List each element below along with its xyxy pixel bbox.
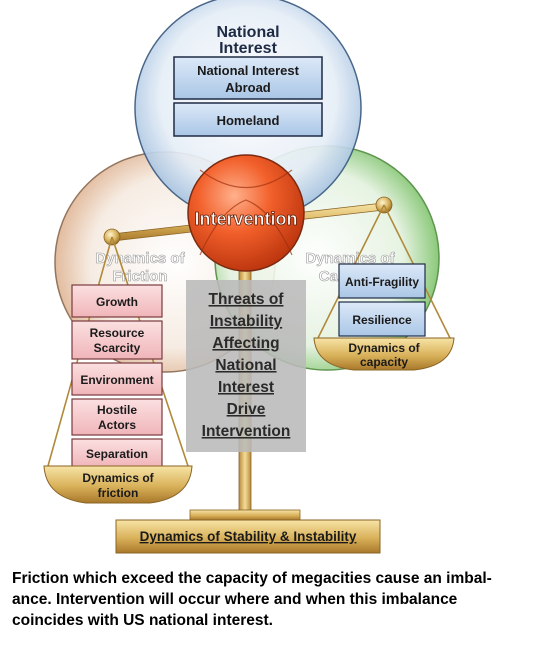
national-interest-abroad-box: [173, 56, 323, 100]
center-text-line: National: [215, 357, 276, 374]
capacity-pan-label-2: capacity: [360, 355, 408, 369]
capacity-item-box: [338, 301, 426, 337]
friction-item-box: [71, 362, 163, 396]
capacity-item-box: [338, 263, 426, 299]
national-interest-title-2: Interest: [219, 40, 277, 57]
friction-item-resource-2: Scarcity: [94, 341, 141, 355]
center-text-line: Affecting: [212, 335, 279, 352]
national-interest-title-1: National: [216, 24, 279, 41]
caption-line: ance. Intervention will occur where and …: [12, 591, 458, 608]
friction-items: Growth Resource Scarcity Environment Hos…: [71, 284, 163, 468]
base-plaque: [115, 519, 381, 554]
national-interest-abroad-label-2: Abroad: [225, 80, 271, 95]
scale-pole-foot: [189, 509, 301, 521]
intervention-label: Intervention: [194, 209, 297, 229]
stability-scale-diagram: Dynamics of Friction Dynamics of Capacit…: [43, 0, 455, 554]
center-text-line: Drive: [227, 401, 266, 418]
friction-pan-label-2: friction: [98, 486, 139, 500]
friction-item-growth: Growth: [96, 295, 138, 309]
center-text-line: Intervention: [202, 423, 291, 440]
center-threats-box: [186, 280, 306, 452]
friction-item-hostile-2: Actors: [98, 418, 136, 432]
base-plaque-label: Dynamics of Stability & Instability: [140, 529, 357, 544]
friction-item-box: [71, 398, 163, 436]
friction-item-resource-1: Resource: [90, 326, 145, 340]
intervention-arc: [199, 199, 293, 256]
intervention-arc: [199, 169, 293, 188]
caption-line: Friction which exceed the capacity of me…: [12, 570, 492, 587]
center-text-line: Threats of: [209, 291, 285, 308]
center-text-line: Interest: [218, 379, 274, 396]
center-threats-text: Threats of Instability Affecting Nationa…: [202, 291, 291, 440]
friction-item-environment: Environment: [80, 373, 153, 387]
friction-pan-label-1: Dynamics of: [82, 471, 154, 485]
capacity-pan-label-1: Dynamics of: [348, 341, 420, 355]
friction-item-box: [71, 320, 163, 360]
capacity-item-resilience: Resilience: [352, 313, 412, 327]
friction-pan: [43, 465, 193, 504]
national-interest-abroad-label-1: National Interest: [197, 63, 300, 78]
friction-circle-label-2: Friction: [113, 268, 168, 285]
intervention-circle: [187, 154, 305, 272]
capacity-item-anti-fragility: Anti-Fragility: [345, 275, 419, 289]
center-text-line: Instability: [210, 313, 283, 330]
friction-item-separation: Separation: [86, 447, 148, 461]
diagram-caption: Friction which exceed the capacity of me…: [12, 568, 542, 631]
friction-item-box: [71, 284, 163, 318]
homeland-label: Homeland: [217, 113, 280, 128]
caption-line: coincides with US national interest.: [12, 612, 273, 629]
friction-circle-label-1: Dynamics of: [95, 250, 185, 267]
friction-item-hostile-1: Hostile: [97, 403, 137, 417]
homeland-box: [173, 102, 323, 137]
capacity-pan: [313, 337, 455, 371]
capacity-circle-label-1: Dynamics of: [305, 250, 395, 267]
friction-item-box: [71, 438, 163, 468]
